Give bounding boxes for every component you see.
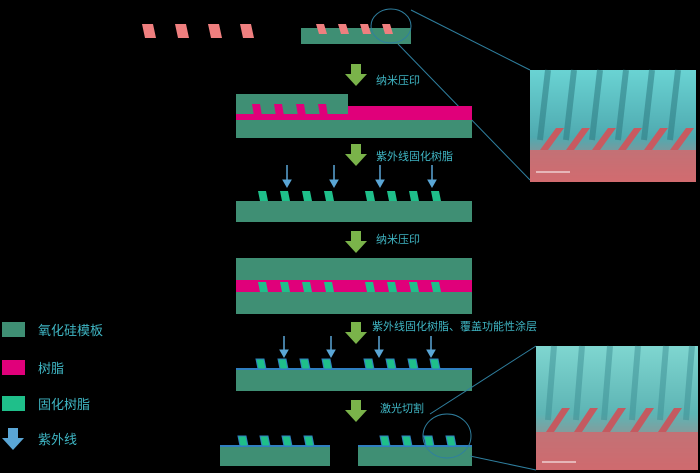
legend-item-template: 氧化硅模板 [2, 322, 103, 339]
legend-item-resin: 树脂 [2, 360, 64, 377]
process-arrow [345, 231, 367, 253]
pink-fin [142, 24, 156, 38]
uv-arrow [427, 165, 437, 189]
substrate [236, 201, 472, 222]
legend-swatch [2, 360, 25, 375]
imprint-stage-1 [236, 94, 472, 138]
process-arrow [345, 400, 367, 422]
legend-item-uv: 紫外线 [2, 428, 77, 450]
uv-arrow [374, 336, 384, 359]
template-body [236, 258, 472, 280]
imprint-stage-2 [236, 258, 472, 314]
legend-item-cured: 固化树脂 [2, 396, 90, 413]
substrate [236, 292, 472, 314]
uv-arrow [326, 336, 336, 359]
pink-fin [175, 24, 189, 38]
uv-arrow [279, 336, 289, 359]
step-label-3: 纳米压印 [376, 233, 420, 246]
pink-fin [316, 24, 327, 34]
legend-label: 固化树脂 [38, 398, 90, 413]
uv-arrows-2 [279, 336, 436, 359]
uv-arrow-icon [2, 428, 24, 450]
step-label-5: 激光切割 [380, 401, 424, 415]
process-arrow [345, 64, 367, 86]
uv-arrows-1 [282, 165, 437, 189]
uv-arrow [282, 165, 292, 189]
legend-swatch [2, 322, 25, 337]
uv-arrow [329, 165, 339, 189]
laser-cut-stage [220, 435, 472, 466]
legend-label: 氧化硅模板 [38, 324, 103, 339]
legend: 氧化硅模板 树脂 固化树脂 紫外线 [2, 322, 103, 450]
pink-fin [208, 24, 222, 38]
pink-fin [338, 24, 349, 34]
cut-piece-left [220, 446, 330, 466]
substrate [236, 369, 472, 391]
sem-image-2 [536, 345, 698, 470]
callout-circle [422, 413, 472, 459]
cut-piece-right [358, 446, 472, 466]
coated-stage [236, 358, 472, 391]
cured-stage-1 [236, 191, 472, 222]
uv-arrow [426, 336, 436, 359]
step-label-4: 紫外线固化树脂、覆盖功能性涂层 [372, 319, 537, 333]
callout-line [410, 9, 531, 71]
legend-swatch [2, 396, 25, 411]
legend-label: 紫外线 [38, 433, 77, 448]
callout-2 [422, 345, 537, 471]
step-label-1: 纳米压印 [376, 74, 420, 87]
process-arrow [345, 322, 367, 344]
process-arrow [345, 144, 367, 166]
pink-fin [360, 24, 371, 34]
pink-fin [240, 24, 254, 38]
callout-circle [370, 8, 412, 44]
loose-pink-fins [142, 24, 254, 38]
legend-label: 树脂 [38, 362, 64, 377]
pink-fin [382, 24, 393, 34]
callout-line [469, 455, 537, 471]
sem-image-1 [530, 69, 696, 182]
uv-arrow [375, 165, 385, 189]
step-label-2: 紫外线固化树脂 [376, 149, 453, 163]
callout-line [429, 345, 537, 415]
substrate [236, 120, 472, 138]
silica-template-top [301, 24, 411, 44]
template-body [301, 28, 411, 44]
